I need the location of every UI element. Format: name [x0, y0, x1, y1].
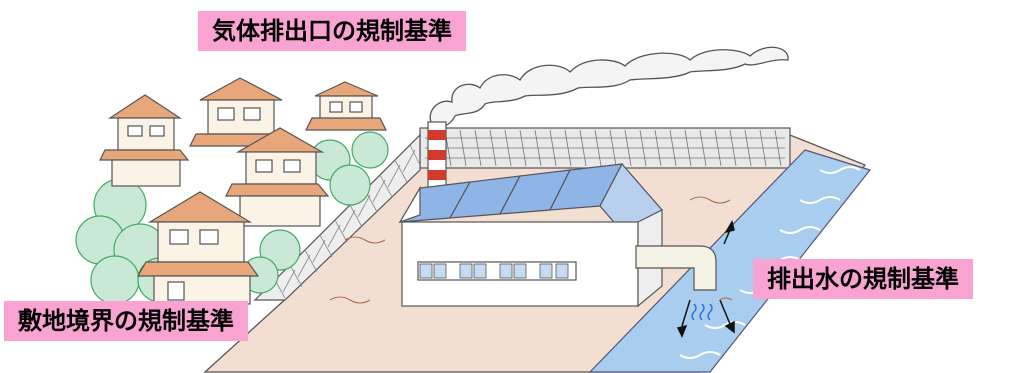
- house-icon: [305, 81, 387, 131]
- effluent-arrows-icon: [676, 220, 735, 338]
- river-water: [588, 149, 872, 373]
- effluent-flow-lines: [691, 303, 713, 321]
- smoke-plume-icon: [429, 46, 789, 128]
- effluent-water-standard-label: 排出水の規制基準: [753, 259, 973, 299]
- site-boundary-standard-label: 敷地境界の規制基準: [4, 301, 248, 341]
- left-fence-pattern: [274, 144, 421, 299]
- house-icon: [99, 94, 190, 187]
- house-icon: [136, 191, 260, 305]
- factory-building: [398, 162, 663, 308]
- house-icon: [225, 127, 330, 227]
- gas-outlet-standard-label: 気体排出口の規制基準: [198, 11, 466, 51]
- ground-cracks: [329, 196, 733, 304]
- drain-pipe-icon: [635, 245, 717, 291]
